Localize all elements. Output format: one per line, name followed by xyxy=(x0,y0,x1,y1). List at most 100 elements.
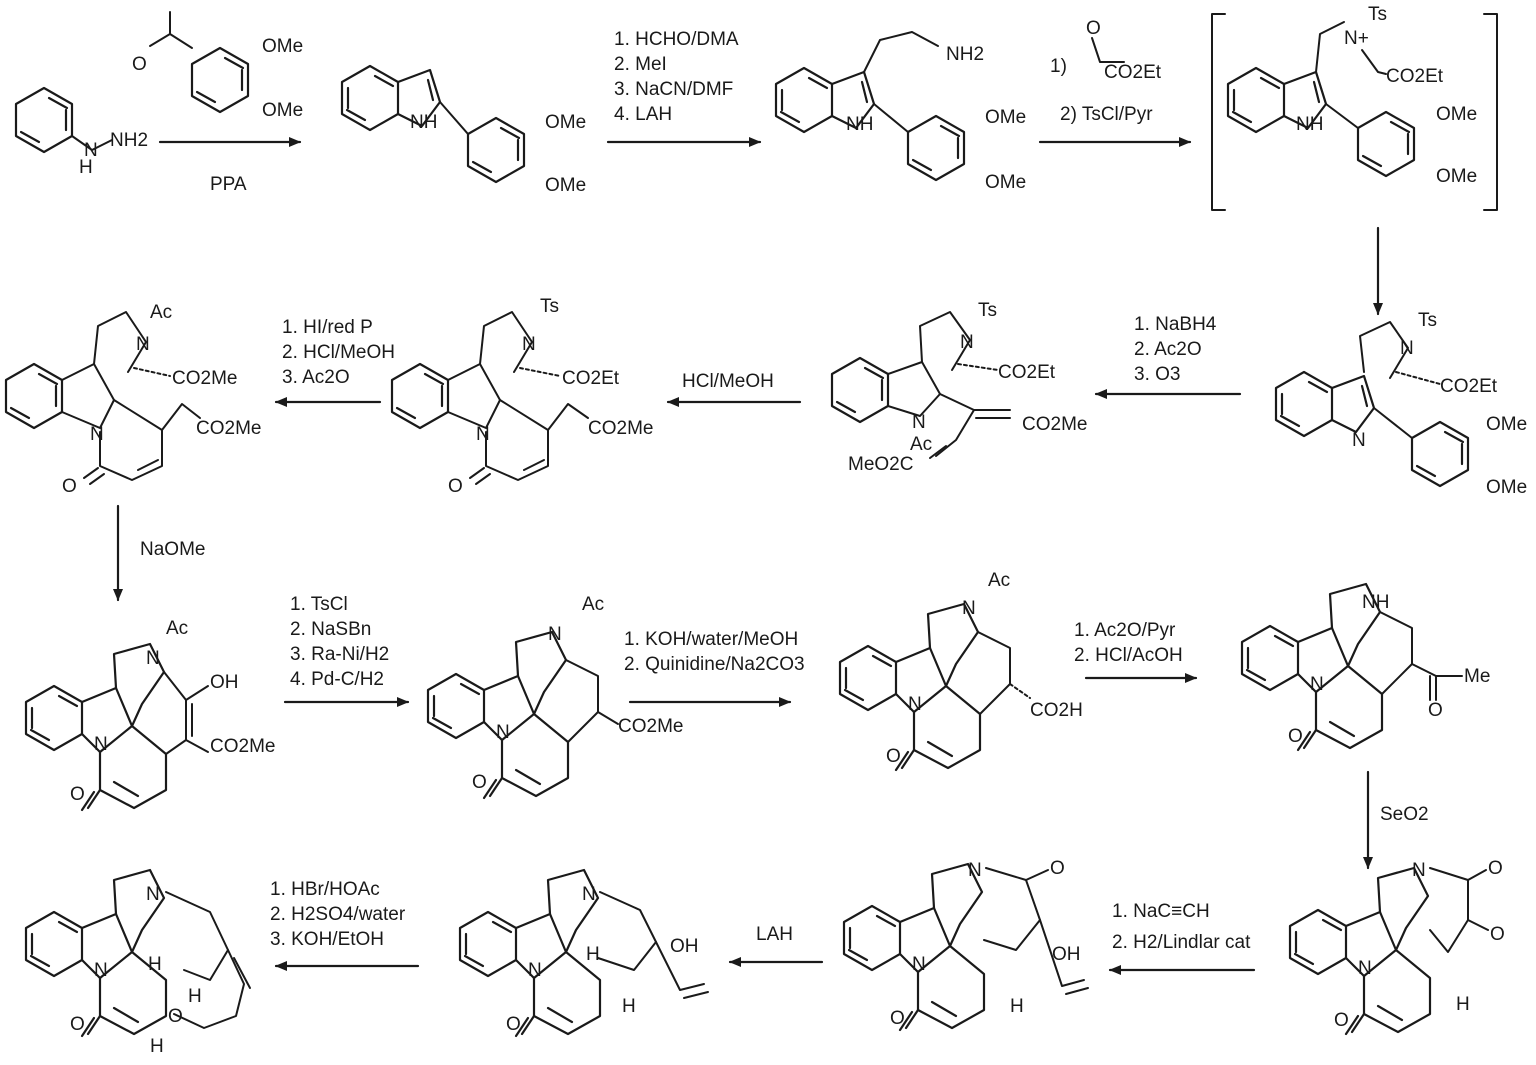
nh2-chain-label: NH2 xyxy=(946,44,984,65)
reagent-step3-1: 1) xyxy=(1050,56,1067,77)
oh-label: OH xyxy=(1052,944,1081,965)
amide-o: O xyxy=(1050,858,1065,879)
reagent-step14: LAH xyxy=(756,924,793,945)
reagent-acetophenone: O OMe OMe xyxy=(132,11,303,121)
pentacycle-n: N xyxy=(496,722,510,743)
tert-n: N xyxy=(582,884,596,905)
co2me-label: CO2Me xyxy=(1022,414,1087,435)
co2me-label: CO2Me xyxy=(588,418,653,439)
h-label-1: H xyxy=(586,944,600,965)
co2et-label: CO2Et xyxy=(1386,66,1444,87)
iminium-n: N+ xyxy=(1344,28,1369,49)
tert-n: N xyxy=(1412,860,1426,881)
compound-arylindole: NH OMe OMe xyxy=(340,64,586,196)
ts-label: Ts xyxy=(1418,310,1437,331)
ome-a: OMe xyxy=(1486,414,1527,435)
reagent-step13-1: 1. NaC≡CH xyxy=(1112,901,1210,922)
reagent-glyoxylate: 1) O CO2Et xyxy=(1050,18,1162,83)
reagent-step9-3: 3. Ra-Ni/H2 xyxy=(290,644,389,665)
indoline-n: N xyxy=(912,412,926,433)
reagent-step2-2: 2. MeI xyxy=(614,54,667,75)
pyridone-n: N xyxy=(476,424,490,445)
pentacycle-n: N xyxy=(1310,674,1324,695)
reagent-step5-1: 1. NaBH4 xyxy=(1134,314,1217,335)
compound-carboxylic-acid: N O N Ac CO2H xyxy=(838,570,1083,772)
nh-label: NH xyxy=(1296,114,1323,135)
reagent-step5-2: 2. Ac2O xyxy=(1134,339,1202,360)
ac-label: Ac xyxy=(150,302,172,323)
compound-vinyl-carbinol: N O N O OH H xyxy=(842,858,1089,1032)
ts-label: Ts xyxy=(1368,4,1387,25)
pyrrolidine-n: N xyxy=(962,598,976,619)
ketone-o: O xyxy=(1428,700,1443,721)
compound-diketone: N O N O O H xyxy=(1288,858,1505,1036)
h-label: H xyxy=(1010,996,1024,1017)
meo2c-label: MeO2C xyxy=(848,454,913,475)
ts-label: Ts xyxy=(978,300,997,321)
reagent-step7-1: 1. HI/red P xyxy=(282,317,373,338)
pyridone-o: O xyxy=(1288,726,1303,747)
tert-n: N xyxy=(968,860,982,881)
ketone-o-2: O xyxy=(1490,924,1505,945)
nh-label: NH xyxy=(1362,592,1389,613)
ome-b: OMe xyxy=(985,172,1026,193)
tert-n: N xyxy=(146,884,160,905)
co2h-label: CO2H xyxy=(1030,700,1083,721)
reagent-step2-1: 1. HCHO/DMA xyxy=(614,29,739,50)
h-label-2: H xyxy=(622,996,636,1017)
reagent-step2-3: 3. NaCN/DMF xyxy=(614,79,733,100)
reagent-step15-2: 2. H2SO4/water xyxy=(270,904,406,925)
nh-label: NH xyxy=(846,114,873,135)
h-label-1: H xyxy=(148,954,162,975)
compound-methyl-ketone: N O NH O Me xyxy=(1240,582,1490,752)
reagent-step15-1: 1. HBr/HOAc xyxy=(270,879,380,900)
reagent-step10-2: 2. Quinidine/Na2CO3 xyxy=(624,654,805,675)
nh2-label: NH2 xyxy=(110,130,148,151)
co2et-label: CO2Et xyxy=(562,368,620,389)
pyridone-o: O xyxy=(70,784,85,805)
co2me-label-b: CO2Me xyxy=(196,418,261,439)
pyrrolidine-n: N xyxy=(146,648,160,669)
glyoxylate-o: O xyxy=(1086,18,1101,39)
ome-b: OMe xyxy=(545,175,586,196)
pyridone-n: N xyxy=(90,424,104,445)
n-label: N xyxy=(84,140,98,161)
h-label: H xyxy=(1456,994,1470,1015)
reagent-step9-2: 2. NaSBn xyxy=(290,619,371,640)
carbonyl-o: O xyxy=(132,54,147,75)
reagent-step5-3: 3. O3 xyxy=(1134,364,1180,385)
co2me-label-a: CO2Me xyxy=(172,368,237,389)
pyridone-o: O xyxy=(890,1008,905,1029)
h-label-2: H xyxy=(188,986,202,1007)
compound-allylic-alcohol: N O N OH H H xyxy=(458,868,709,1038)
pyridone-o: O xyxy=(472,772,487,793)
pentacycle-n: N xyxy=(94,734,108,755)
reagent-step9-4: 4. Pd-C/H2 xyxy=(290,669,384,690)
h-label-3: H xyxy=(150,1036,164,1057)
ome-3: OMe xyxy=(262,36,303,57)
reagent-step11-2: 2. HCl/AcOH xyxy=(1074,645,1183,666)
nh-label: NH xyxy=(410,112,437,133)
reagent-step3-2: 2) TsCl/Pyr xyxy=(1060,104,1153,125)
compound-enol-ester: N O N Ac OH CO2Me xyxy=(24,618,275,812)
oh-label: OH xyxy=(670,936,699,957)
pyrrolidine-n: N xyxy=(960,332,974,353)
pentacycle-n: N xyxy=(912,954,926,975)
compound-spiroindolenine: N N Ts CO2Et OMe OMe xyxy=(1274,310,1527,498)
pyridone-o: O xyxy=(506,1014,521,1035)
amide-o: O xyxy=(70,1014,85,1035)
ketone-o-1: O xyxy=(1488,858,1503,879)
reagent-step8: NaOMe xyxy=(140,539,205,560)
pyrrolidine-n: N xyxy=(548,624,562,645)
reagent-step7-3: 3. Ac2O xyxy=(282,367,350,388)
co2me-label: CO2Me xyxy=(210,736,275,757)
pyridone-o: O xyxy=(1334,1010,1349,1031)
pyridone-o: O xyxy=(62,476,77,497)
reagent-step12: SeO2 xyxy=(1380,804,1429,825)
pyrrolidine-n: N xyxy=(1400,338,1414,359)
reagent-step15-3: 3. KOH/EtOH xyxy=(270,929,384,950)
reagent-step9-1: 1. TsCl xyxy=(290,594,348,615)
ome-a: OMe xyxy=(985,107,1026,128)
compound-pyridone-ts: N O N Ts CO2Et CO2Me xyxy=(390,296,653,497)
